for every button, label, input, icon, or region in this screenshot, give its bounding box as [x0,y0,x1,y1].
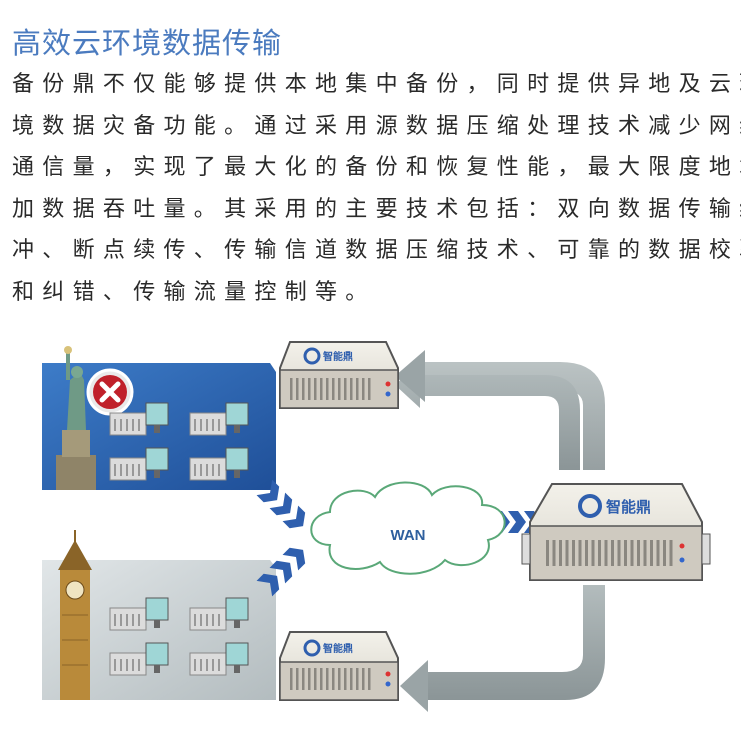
led-red [385,671,391,677]
paragraph-line: 和纠错、传输流量控制等。 [12,279,376,305]
vent-slot [362,668,365,690]
vent-slot [637,540,640,566]
vent-slot [546,540,549,566]
vent-slot [650,540,653,566]
led-blue [385,391,391,397]
brand-logo-icon [303,347,321,365]
vent-slot [296,378,299,400]
vent-slot [578,540,582,566]
workstation-icon [109,597,169,631]
paragraph-line: 境数据灾备功能。通过采用源数据压缩处理技术减少网络 [12,113,741,139]
paragraph-line: 通信量，实现了最大化的备份和恢复性能，最大限度地增 [12,155,741,181]
failure-x-icon [86,368,134,416]
server-brand-label: 智能鼎 [323,350,353,363]
vent-slot [296,668,299,690]
backup-server-bottom: 智能鼎 [279,631,399,701]
vent-slot [565,540,569,566]
vent-slot [585,540,588,566]
backup-server-top: 智能鼎 [279,341,399,409]
paragraph-line: 冲、断点续传、传输信道数据压缩技术、可靠的数据校验 [12,238,741,264]
vent-slot [344,668,347,690]
vent-slot [630,540,634,566]
paragraph-line: 加数据吞吐量。其采用的主要技术包括：双向数据传输缓 [12,196,741,222]
vent-slot [559,540,562,566]
workstation-icon [189,597,249,631]
vent-slot [344,378,347,400]
brand-logo-icon [303,639,321,657]
workstation-icon [189,447,249,481]
vent-slot [314,668,317,690]
vent-slot [338,668,341,690]
workstation-icon [109,447,169,481]
chevron-icon [282,505,306,529]
vent-slot [591,540,595,566]
chevron-icon [282,547,306,571]
vent-slot [663,540,666,566]
vent-slot [326,378,329,400]
vent-slot [332,378,335,400]
led-red [385,381,391,387]
vent-slot [624,540,627,566]
vent-slot [314,378,317,400]
vent-slot [350,668,353,690]
led-red [679,543,685,549]
cloud-backup-server: 智能鼎 [521,483,711,581]
vent-slot [617,540,621,566]
vent-slot [643,540,647,566]
workstation-cluster [109,402,249,676]
vent-slot [604,540,608,566]
page-title: 高效云环境数据传输 [12,26,283,60]
statue-of-liberty-icon [56,346,96,490]
vent-slot [308,668,311,690]
chevron-icon [256,573,280,597]
chevron-icon [256,479,280,503]
workstation-icon [109,402,169,436]
vent-slot [669,540,673,566]
server-brand-label: 智能鼎 [606,498,651,516]
vent-slot [368,378,371,400]
workstation-icon [189,642,249,676]
vent-slot [656,540,660,566]
vent-slot [572,540,575,566]
return-arrow-top [395,350,605,470]
vent-slot [338,378,341,400]
vent-slot [290,668,293,690]
led-blue [679,557,685,563]
chevron-icon [508,511,526,533]
vent-slot [552,540,556,566]
vent-slot [598,540,601,566]
vent-slot [302,378,305,400]
vent-slot [362,378,365,400]
server-brand-label: 智能鼎 [323,642,353,655]
vent-slot [356,378,359,400]
return-arrow-bottom [400,585,605,712]
brand-logo-icon [578,494,602,518]
vent-slot [356,668,359,690]
vent-slot [332,668,335,690]
big-ben-icon [58,530,92,700]
led-blue [385,681,391,687]
vent-slot [302,668,305,690]
workstation-icon [189,402,249,436]
vent-slot [368,668,371,690]
vent-slot [326,668,329,690]
vent-slot [350,378,353,400]
chevron-icon [269,492,293,516]
workstation-icon [109,642,169,676]
vent-slot [290,378,293,400]
paragraph-line: 备份鼎不仅能够提供本地集中备份，同时提供异地及云环 [12,72,741,97]
wan-cloud: WAN [310,481,506,575]
vent-slot [611,540,614,566]
chevron-icon [269,560,293,584]
wan-label: WAN [391,527,426,544]
vent-slot [320,668,323,690]
description-paragraph: 备份鼎不仅能够提供本地集中备份，同时提供异地及云环 境数据灾备功能。通过采用源数… [12,64,741,314]
vent-slot [320,378,323,400]
vent-slot [308,378,311,400]
